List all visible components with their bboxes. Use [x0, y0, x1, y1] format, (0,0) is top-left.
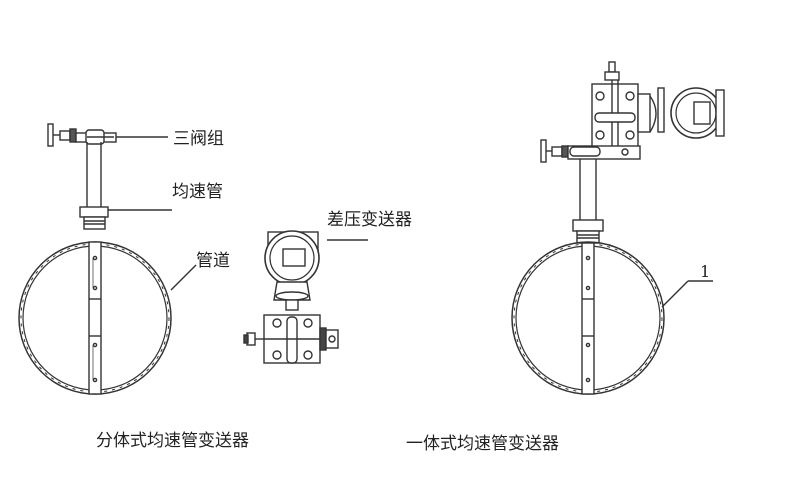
right-assembly [511, 61, 725, 395]
label-three-valve-manifold: 三阀组 [173, 129, 224, 149]
averaging-pitot-tube [79, 142, 172, 230]
caption-split-type: 分体式均速管变送器 [96, 431, 249, 451]
left-assembly [18, 123, 368, 395]
three-valve-manifold [47, 123, 168, 147]
callout-number-1: 1 [700, 262, 711, 281]
label-averaging-pitot-tube: 均速管 [172, 182, 223, 202]
caption-integrated-type: 一体式均速管变送器 [406, 434, 559, 454]
pipe-cross-section [18, 241, 197, 395]
label-pipe: 管道 [196, 251, 230, 271]
dp-transmitter [243, 230, 368, 364]
label-dp-transmitter: 差压变送器 [327, 210, 412, 230]
